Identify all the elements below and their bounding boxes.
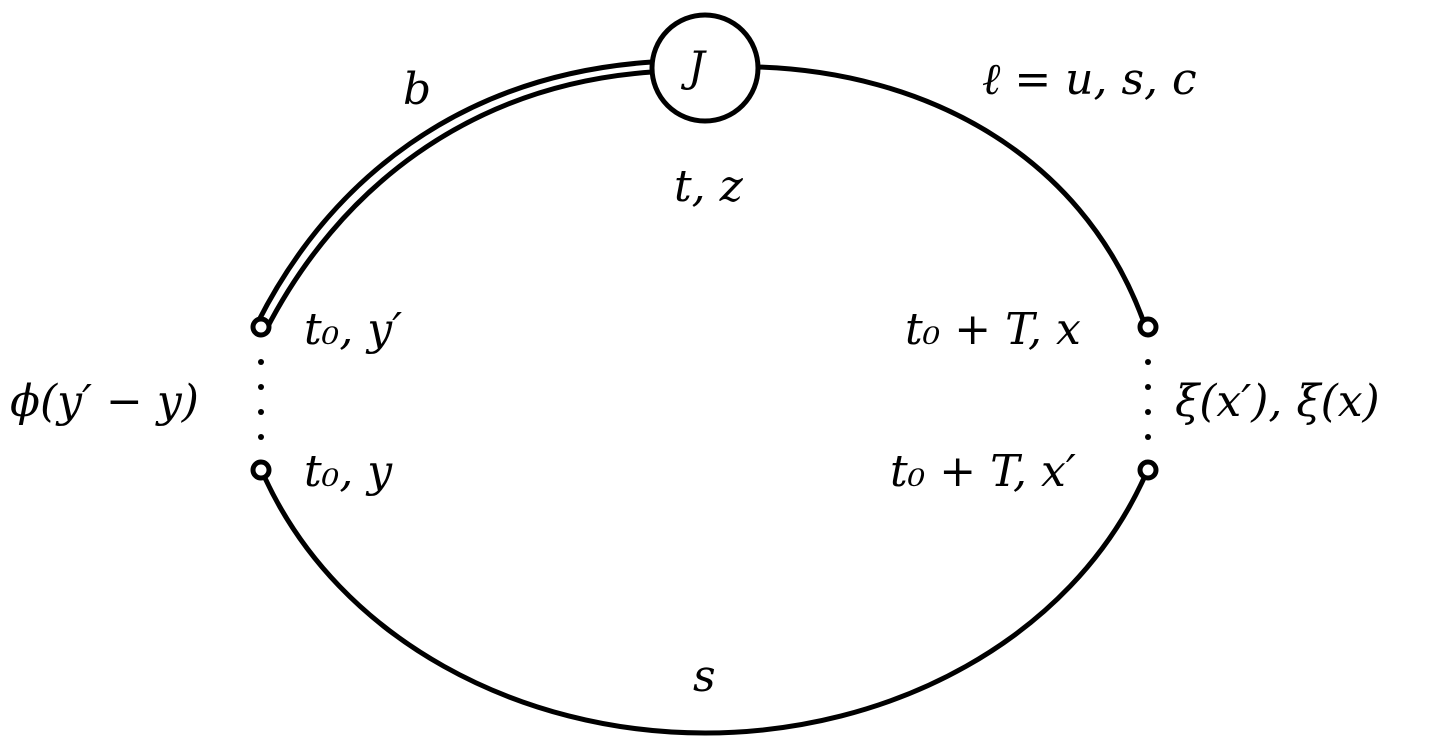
node-right-bottom <box>1137 459 1159 481</box>
line-label-s: s <box>693 651 716 702</box>
line-label-b: b <box>403 64 432 115</box>
endpoint-right-top: t₀ + T, x <box>905 304 1081 355</box>
node-right-top <box>1137 316 1159 338</box>
current-vertex-circle <box>649 12 761 124</box>
endpoint-left-bottom: t₀, y <box>304 446 393 497</box>
endpoint-left-top: t₀, y′ <box>304 304 403 355</box>
vertex-label: J <box>688 42 705 91</box>
line-light-quark <box>757 64 1146 321</box>
endpoint-right-bottom: t₀ + T, x′ <box>890 446 1076 497</box>
dotted-connector-right <box>1145 359 1151 440</box>
wavefunction-left: ϕ(y′ − y) <box>10 376 199 427</box>
node-left-bottom <box>250 459 272 481</box>
node-left-top <box>250 316 272 338</box>
dotted-connector-left <box>258 359 264 440</box>
wavefunction-right: ξ(x′), ξ(x) <box>1175 376 1380 427</box>
vertex-position-label: t, z <box>674 161 743 212</box>
line-label-light: ℓ = u, s, c <box>982 54 1197 105</box>
double-line-b <box>255 59 653 332</box>
line-spectator <box>262 476 1147 736</box>
